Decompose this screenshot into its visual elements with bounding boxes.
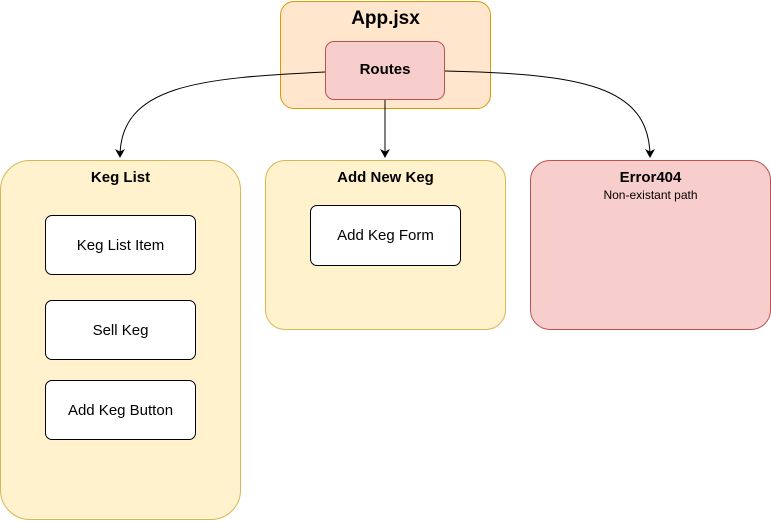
add-keg-form-box: Add Keg Form [310, 205, 461, 266]
error404-box [530, 160, 771, 330]
add-keg-button-box: Add Keg Button [45, 380, 196, 440]
app-jsx-title: App.jsx [351, 8, 420, 29]
keg-list-title: Keg List [90, 169, 151, 186]
routes-box [325, 41, 445, 100]
error404-subtitle: Non-existant path [603, 188, 698, 202]
routes-title: Routes [359, 61, 411, 78]
add-new-keg-title: Add New Keg [337, 169, 434, 186]
error404-title: Error404 [619, 169, 682, 186]
keg-list-item-box: Keg List Item [45, 215, 196, 275]
sell-keg-box: Sell Keg [45, 300, 196, 360]
